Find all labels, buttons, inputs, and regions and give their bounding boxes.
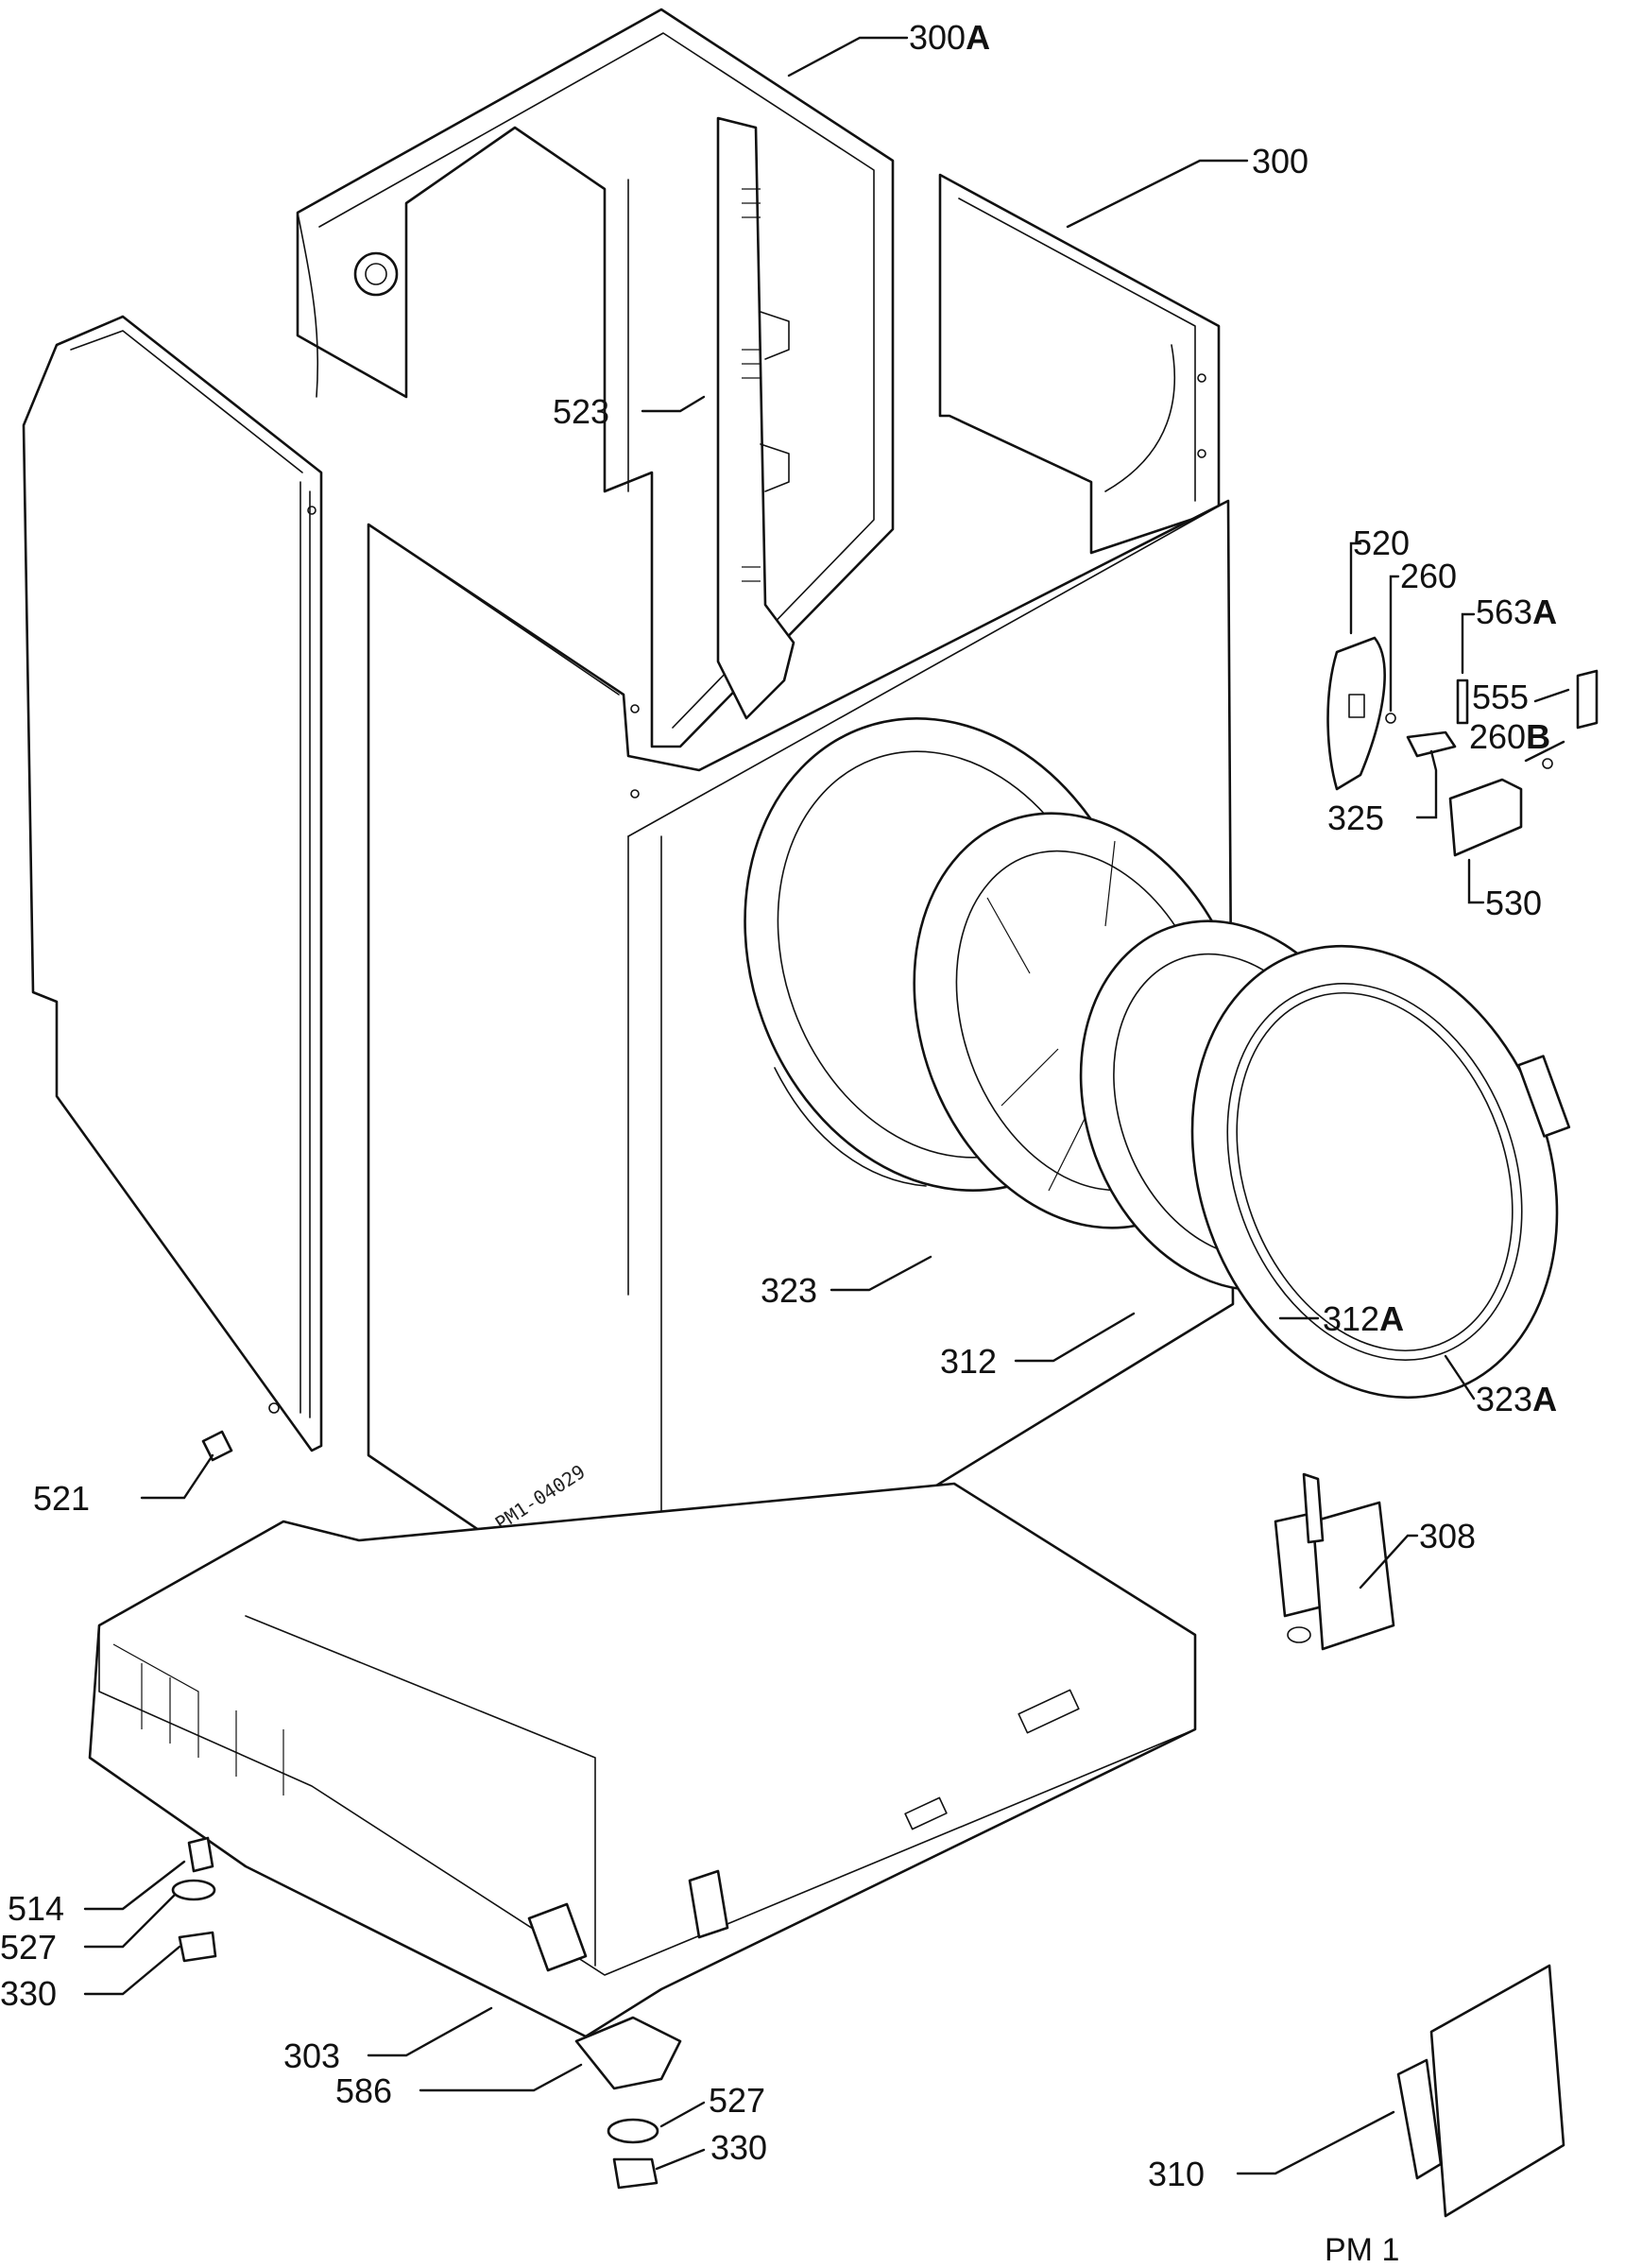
rear-bracket-523: [716, 116, 795, 720]
hinge-308: [1274, 1472, 1395, 1651]
callout-labels: 300A 300 523 520 260 563A 555 260B 325 5…: [0, 18, 1557, 2193]
latch-lever-325: [1406, 730, 1457, 758]
label-303: 303: [283, 2036, 340, 2075]
spring-260: [1385, 713, 1396, 724]
label-325: 325: [1327, 799, 1384, 837]
leader-lines: [83, 36, 1570, 2175]
label-312a: 312A: [1323, 1299, 1404, 1338]
left-side-panel: [22, 315, 323, 1452]
label-527-left: 527: [0, 1928, 57, 1967]
label-520: 520: [1353, 524, 1410, 562]
label-260b: 260B: [1469, 717, 1550, 756]
pin-563a: [1456, 679, 1469, 725]
foot-hardware-left: [171, 1836, 217, 1963]
label-527-front: 527: [709, 2081, 765, 2120]
foot-586: [574, 2016, 682, 2090]
foot-hardware-front: [574, 2016, 682, 2190]
screw-330a: [178, 1931, 217, 1963]
label-330-left: 330: [0, 1974, 57, 2013]
washer-527a: [171, 1879, 216, 1901]
label-300: 300: [1252, 142, 1308, 180]
label-563a: 563A: [1476, 593, 1557, 631]
label-300a: 300A: [909, 18, 990, 57]
label-330-front: 330: [710, 2128, 767, 2167]
label-308: 308: [1419, 1517, 1476, 1555]
label-555: 555: [1472, 678, 1529, 716]
foot-514: [187, 1836, 214, 1873]
label-310: 310: [1148, 2155, 1205, 2193]
catch-530: [1448, 778, 1523, 857]
label-260: 260: [1400, 557, 1457, 595]
label-521: 521: [33, 1479, 90, 1518]
service-panel-310: [1396, 1964, 1565, 2218]
screw-521: [201, 1430, 233, 1462]
label-523: 523: [553, 392, 609, 431]
base-frame-303: [88, 1482, 1197, 2038]
latch-assembly: [1326, 636, 1599, 857]
label-586: 586: [335, 2071, 392, 2110]
door-outer-ring-323a: [1190, 944, 1571, 1400]
cover-555: [1576, 669, 1599, 730]
label-530: 530: [1485, 884, 1542, 922]
right-frame-300: [938, 173, 1221, 555]
label-323: 323: [761, 1271, 817, 1310]
spring-260b: [1542, 758, 1553, 769]
figure-caption: PM 1: [1325, 2232, 1399, 2268]
screw-330b: [612, 2157, 659, 2190]
washer-527b: [607, 2118, 659, 2144]
label-514: 514: [8, 1889, 64, 1928]
label-323a: 323A: [1476, 1380, 1557, 1418]
label-312: 312: [940, 1342, 997, 1381]
latch-plate-520: [1326, 636, 1386, 791]
